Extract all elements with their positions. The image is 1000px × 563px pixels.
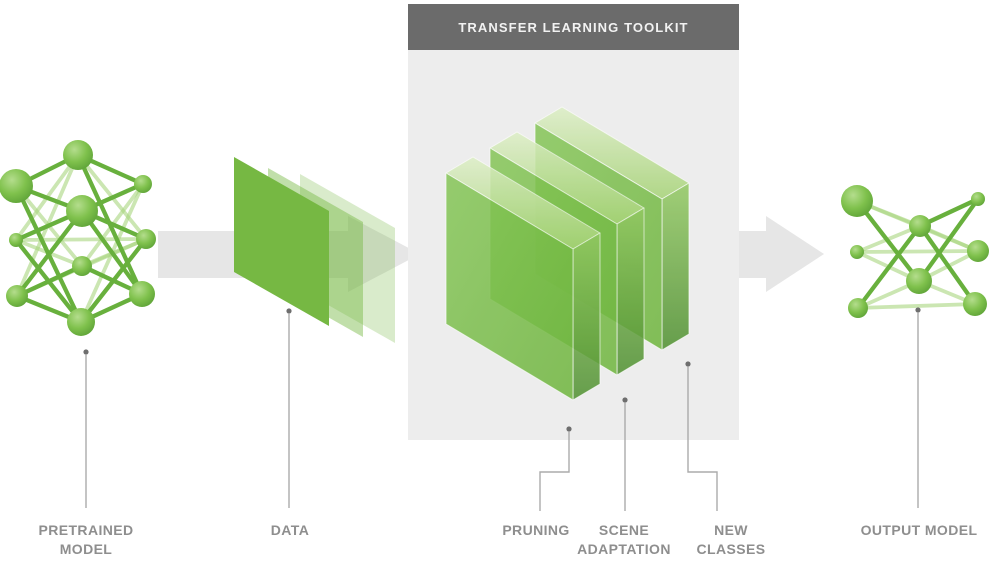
network-node <box>906 268 932 294</box>
network-node <box>850 245 864 259</box>
network-edge <box>855 223 923 311</box>
network-node <box>909 215 931 237</box>
label-line: SCENE <box>598 522 650 538</box>
toolkit-header-title: TRANSFER LEARNING TOOLKIT <box>458 19 689 35</box>
label-line: PRUNING <box>502 522 570 538</box>
block-side-face <box>661 182 690 351</box>
label-line: MODEL <box>59 541 113 557</box>
data-plane <box>234 157 329 326</box>
leader-line-pruning <box>539 432 570 511</box>
network-node <box>63 140 93 170</box>
network-edge <box>917 223 978 307</box>
network-edge <box>14 263 85 299</box>
network-node <box>66 195 98 227</box>
arrow-head <box>766 216 824 292</box>
network-node <box>129 281 155 307</box>
network-edge-light <box>856 302 977 310</box>
label-pretrained-model: PRETRAINED MODEL <box>38 521 133 559</box>
label-line: DATA <box>270 522 310 538</box>
network-node <box>841 185 873 217</box>
network-node <box>0 169 33 203</box>
data-planes <box>234 157 395 343</box>
label-new-classes: NEW CLASSES <box>697 521 766 559</box>
toolkit-header-bar <box>408 4 739 50</box>
label-line: CLASSES <box>696 541 766 557</box>
output-network <box>841 185 989 318</box>
network-edge <box>79 208 145 297</box>
network-edge-light <box>14 237 148 242</box>
leader-line-new_classes <box>687 367 718 511</box>
block-pruning <box>445 156 601 401</box>
leader-dot-pretrained <box>83 349 89 355</box>
network-edge <box>916 196 981 284</box>
label-output-model: OUTPUT MODEL <box>861 521 978 540</box>
label-data: DATA <box>271 521 309 540</box>
toolkit-blocks <box>445 106 690 401</box>
leader-dot-pruning <box>566 426 572 432</box>
label-line: ADAPTATION <box>577 541 671 557</box>
leader-dot-data <box>286 308 292 314</box>
network-edge <box>78 236 149 325</box>
network-edge-light <box>855 249 980 254</box>
label-pruning: PRUNING <box>502 521 569 540</box>
block-front-face <box>445 172 574 401</box>
header-bar-rect <box>408 4 739 50</box>
label-scene-adaptation: SCENE ADAPTATION <box>577 521 671 559</box>
network-node <box>848 298 868 318</box>
network-node <box>67 308 95 336</box>
leader-dot-scene <box>622 397 628 403</box>
label-line: OUTPUT MODEL <box>860 522 978 538</box>
pretrained-network <box>0 140 156 336</box>
leader-lines <box>83 307 921 511</box>
arrow-head <box>348 216 420 292</box>
label-line: PRETRAINED <box>38 522 134 538</box>
network-node <box>72 256 92 276</box>
arrow-shaft <box>739 231 766 278</box>
label-line: NEW <box>714 522 748 538</box>
block-side-face <box>572 232 601 401</box>
network-node <box>136 229 156 249</box>
network-edge <box>14 208 85 299</box>
flow-arrow-right <box>739 216 824 292</box>
network-edge <box>854 198 922 284</box>
network-node <box>9 233 23 247</box>
network-node <box>967 240 989 262</box>
network-node <box>963 292 987 316</box>
network-node <box>134 175 152 193</box>
leader-dot-output <box>915 307 921 313</box>
leader-dot-new_classes <box>685 361 691 367</box>
block-side-face <box>616 207 645 376</box>
network-node <box>6 285 28 307</box>
network-node <box>971 192 985 206</box>
